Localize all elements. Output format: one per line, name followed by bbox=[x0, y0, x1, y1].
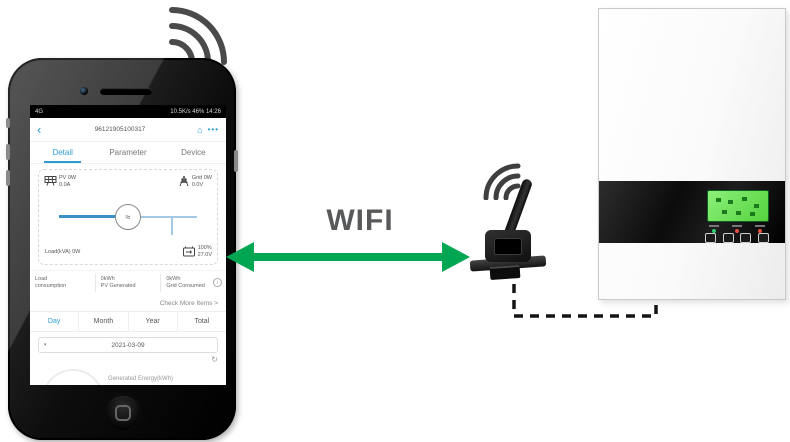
period-tab-month[interactable]: Month bbox=[78, 312, 127, 332]
inverter-buttons bbox=[705, 233, 769, 243]
stat-pv-generated: 0kWh PV Generated bbox=[94, 274, 161, 293]
inverter-status-leds bbox=[707, 225, 767, 233]
phone-screen: 4G 10.5K/s 46% 14:26 ‹ 96121905100317 ⌂ … bbox=[30, 105, 226, 385]
volume-up-button[interactable] bbox=[6, 144, 10, 160]
period-tab-year[interactable]: Year bbox=[127, 312, 177, 332]
smartphone: 4G 10.5K/s 46% 14:26 ‹ 96121905100317 ⌂ … bbox=[6, 58, 238, 440]
inverter-button[interactable] bbox=[705, 233, 716, 243]
pv-readout: PV 0W 0.0A bbox=[59, 175, 77, 188]
dongle-connector bbox=[489, 264, 521, 281]
dongle-body bbox=[485, 230, 531, 262]
inverter-button[interactable] bbox=[722, 233, 734, 243]
solar-inverter bbox=[598, 8, 786, 300]
wifi-arrow bbox=[226, 242, 470, 272]
home-button[interactable] bbox=[104, 394, 142, 432]
status-led bbox=[730, 225, 744, 233]
flow-line-pv bbox=[59, 215, 123, 218]
mute-switch[interactable] bbox=[6, 118, 10, 128]
power-button[interactable] bbox=[234, 150, 238, 172]
tab-device[interactable]: Device bbox=[181, 148, 206, 157]
chevron-down-icon: ▾ bbox=[44, 342, 47, 349]
wifi-signal-icon bbox=[483, 163, 521, 200]
info-icon[interactable]: i bbox=[213, 278, 222, 287]
wifi-signal-icon bbox=[169, 7, 227, 65]
back-button[interactable]: ‹ bbox=[37, 122, 42, 137]
status-led bbox=[707, 225, 721, 233]
chart-caption: Generated Energy(kWh) bbox=[108, 376, 174, 383]
chart-area: Generated Energy(kWh) bbox=[30, 364, 226, 385]
date-value: 2021-03-09 bbox=[111, 341, 145, 349]
more-menu-button[interactable]: ••• bbox=[207, 125, 219, 134]
tab-detail[interactable]: Detail bbox=[30, 142, 95, 163]
flow-line-grid bbox=[137, 216, 197, 218]
solar-panel-icon bbox=[44, 176, 57, 186]
date-selector[interactable]: ▾ 2021-03-09 bbox=[38, 337, 218, 354]
period-tab-total[interactable]: Total bbox=[176, 312, 226, 332]
inverter-button[interactable] bbox=[757, 233, 769, 243]
home-icon[interactable]: ⌂ bbox=[197, 124, 203, 135]
grid-readout: Grid 0W 0.0V bbox=[191, 175, 212, 188]
inverter-lcd-display bbox=[707, 190, 769, 222]
status-right: 10.5K/s 46% 14:26 bbox=[170, 108, 221, 115]
check-more-link[interactable]: Check More Items > bbox=[159, 300, 218, 308]
battery-icon bbox=[182, 246, 195, 257]
battery-readout: 100% 27.0V bbox=[197, 245, 212, 259]
inverter-front-panel bbox=[599, 181, 785, 243]
stat-load: Load consumption bbox=[35, 276, 67, 290]
grid-icon bbox=[179, 175, 189, 187]
data-cable-dashed-line bbox=[512, 284, 658, 318]
tab-bar: Detail Parameter Device bbox=[30, 142, 226, 164]
status-left: 4G bbox=[35, 108, 44, 115]
tab-parameter[interactable]: Parameter bbox=[109, 148, 147, 157]
period-tab-bar: Day Month Year Total bbox=[30, 311, 226, 333]
app-navbar: ‹ 96121905100317 ⌂ ••• bbox=[30, 118, 226, 142]
status-led bbox=[753, 225, 767, 233]
chart-placeholder-circle bbox=[42, 369, 104, 385]
status-bar: 4G 10.5K/s 46% 14:26 bbox=[30, 105, 226, 118]
inverter-button[interactable] bbox=[740, 233, 752, 243]
front-camera bbox=[80, 87, 88, 95]
load-readout: Load(kVA) 0W bbox=[45, 249, 81, 256]
earpiece-speaker bbox=[100, 88, 152, 95]
stats-row: Load consumption 0kWh PV Generated 0kWh … bbox=[30, 270, 226, 295]
flow-line-battery bbox=[171, 217, 173, 235]
wifi-label: WIFI bbox=[326, 204, 394, 237]
stat-grid-consumed: 0kWh Grid Consumed bbox=[160, 274, 226, 293]
device-serial-title: 96121905100317 bbox=[94, 126, 146, 133]
period-tab-day[interactable]: Day bbox=[47, 318, 61, 326]
refresh-icon[interactable]: ↻ bbox=[211, 355, 218, 365]
energy-flow-diagram: PV 0W 0.0A Grid 0W 0.0V bbox=[38, 169, 218, 265]
inverter-icon: ≈ bbox=[115, 204, 141, 230]
volume-down-button[interactable] bbox=[6, 170, 10, 186]
wifi-dongle bbox=[458, 152, 568, 292]
